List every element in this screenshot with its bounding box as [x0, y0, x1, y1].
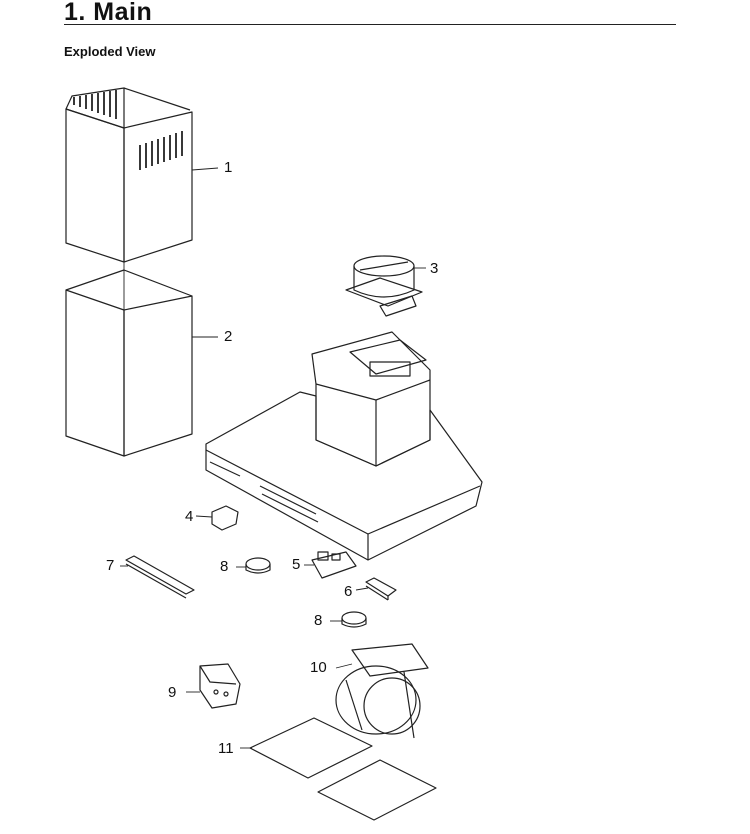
callout-label: 4	[185, 508, 194, 525]
bracket	[186, 663, 241, 709]
callout-label: 9	[168, 684, 177, 701]
callout-label: 8	[220, 558, 229, 575]
light-upper	[236, 557, 271, 574]
duct-connector	[345, 255, 426, 317]
exploded-view-heading: Exploded View	[64, 44, 156, 59]
light-bar	[120, 555, 195, 599]
light-lower	[330, 611, 367, 628]
lower-chimney-cover	[65, 262, 218, 457]
upper-chimney-cover	[65, 87, 219, 263]
grease-filters	[240, 717, 437, 821]
callout-label: 5	[292, 556, 301, 573]
callout-label: 1	[224, 159, 233, 176]
callout-label: 8	[314, 612, 323, 629]
switch-box	[195, 505, 239, 531]
callout-label: 7	[106, 557, 115, 574]
module-part	[355, 577, 397, 601]
callout-label: 6	[344, 583, 353, 600]
callout-label: 10	[310, 659, 327, 676]
section-title: 1. Main	[64, 0, 153, 26]
control-board	[304, 551, 357, 579]
blower-assembly	[335, 643, 429, 739]
callout-label: 3	[430, 260, 439, 277]
title-underline	[64, 24, 676, 25]
range-hood-body	[205, 331, 483, 561]
callout-label: 11	[218, 740, 234, 757]
callout-label: 2	[224, 328, 233, 345]
